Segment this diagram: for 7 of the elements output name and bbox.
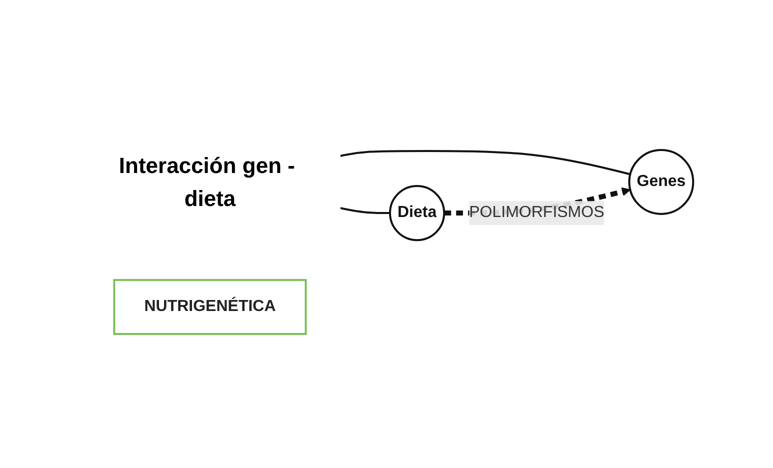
- node-text: Interacción gen - dieta: [118, 153, 295, 211]
- connector: [340, 150, 630, 176]
- node-circle: Dieta: [388, 184, 446, 242]
- node-box: NUTRIGENÉTICA: [113, 279, 307, 335]
- node-circle: Genes: [628, 149, 694, 215]
- connector: [340, 207, 390, 214]
- edge-label: POLIMORFISMOS: [469, 204, 604, 222]
